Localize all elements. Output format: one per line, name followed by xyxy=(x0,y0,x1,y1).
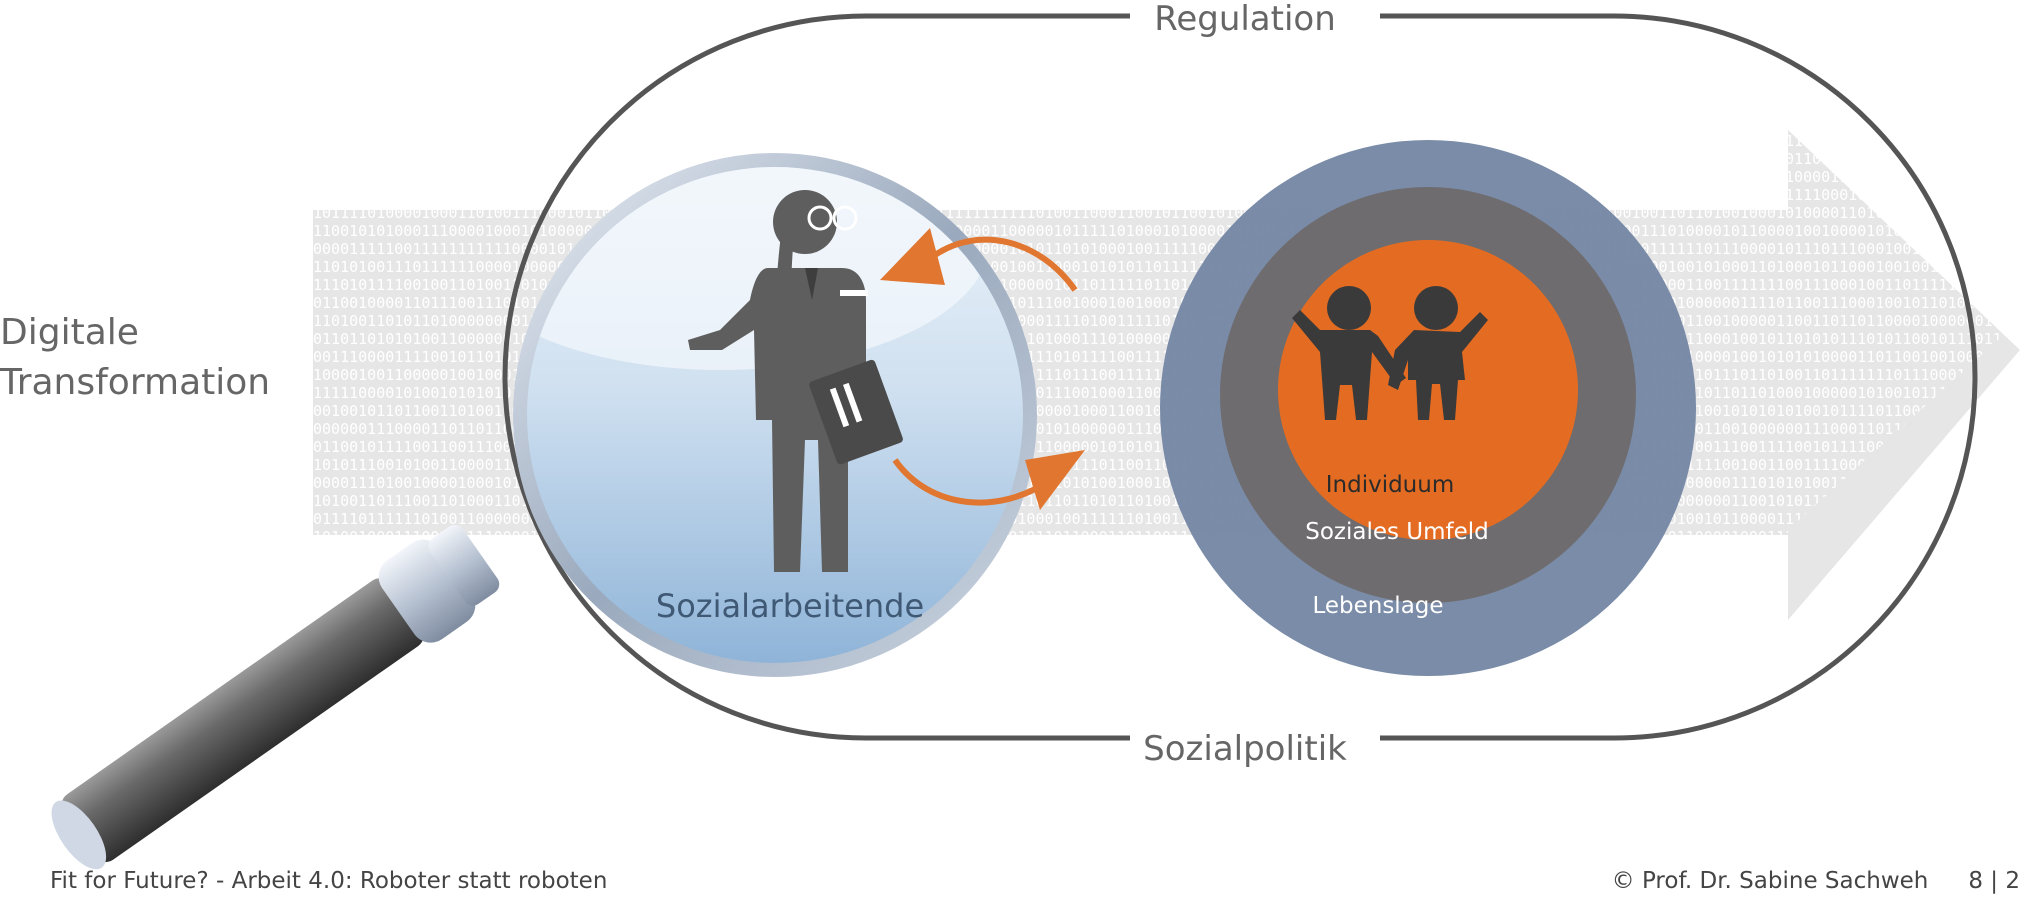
binary-row: 1010010001110011011100001000001011001000… xyxy=(313,528,2020,546)
sozialpolitik-label: Sozialpolitik xyxy=(1143,729,1347,769)
binary-row: 0100010110011000101000110010011001001001… xyxy=(313,114,2020,132)
regulation-label: Regulation xyxy=(1154,0,1336,39)
binary-row: 1011110100001000110100111000101100011101… xyxy=(313,204,2020,222)
footer-page-number: 8 | 2 xyxy=(1968,868,2020,894)
binary-row: 0100110001010110100011000001000101100000… xyxy=(313,132,2020,150)
cycle-arrows-icon xyxy=(892,236,1078,506)
footer-right: © Prof. Dr. Sabine Sachweh 8 | 2 xyxy=(1572,868,2020,894)
social-worker-icon xyxy=(688,190,903,572)
binary-row: 1100101010001110000100010100000011101000… xyxy=(313,222,2020,240)
digital-transformation-label: Digitale Transformation xyxy=(0,308,270,408)
footer-author: © Prof. Dr. Sabine Sachweh xyxy=(1611,868,1929,894)
side-label-line1: Digitale xyxy=(0,312,139,353)
lebenslage-label: Lebenslage xyxy=(1312,593,1443,619)
binary-row: 0010000010000101011011100011100101110100… xyxy=(313,150,2020,168)
magnifying-glass-icon: Sozialarbeitende xyxy=(51,153,1085,870)
sozialarbeitende-label: Sozialarbeitende xyxy=(656,587,924,625)
footer-title: Fit for Future? - Arbeit 4.0: Roboter st… xyxy=(50,868,608,894)
individuum-label: Individuum xyxy=(1326,472,1455,498)
binary-row: 1101000011010001011111110110011001110101… xyxy=(313,186,2020,204)
side-label-line2: Transformation xyxy=(0,362,271,403)
soziales-umfeld-label: Soziales Umfeld xyxy=(1305,519,1489,545)
children-icon xyxy=(1292,286,1488,420)
life-circles: Individuum Soziales Umfeld Lebenslage xyxy=(1160,140,1696,676)
